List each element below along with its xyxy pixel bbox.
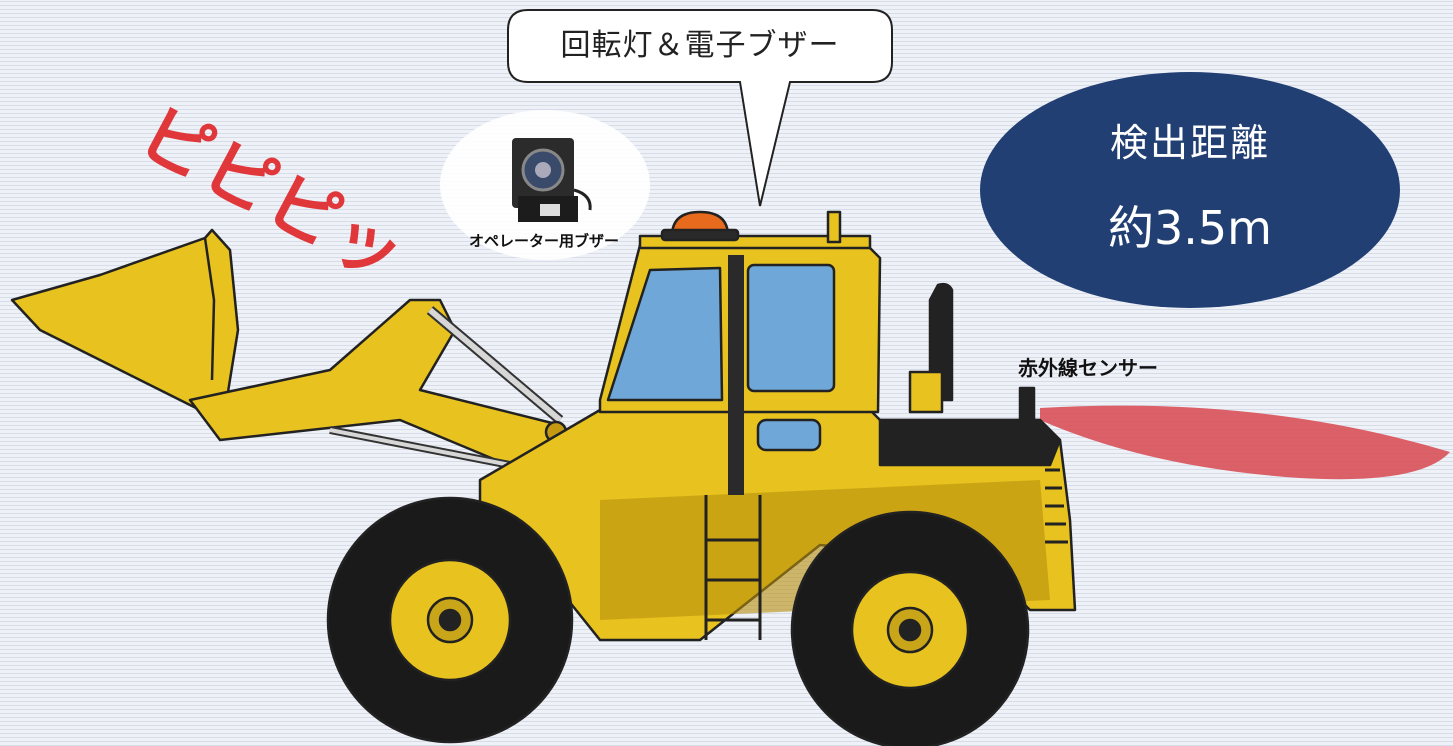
detection-distance-value: 約3.5m [1108,201,1272,255]
rear-wheel [790,510,1030,746]
callout-text: 回転灯＆電子ブザー [560,28,840,63]
detection-ellipse [980,72,1400,308]
access-ladder [704,495,762,640]
cab-window-front [606,266,724,402]
bucket [10,228,240,412]
operator-buzzer-device [440,110,650,260]
infrared-sensor-label: 赤外線センサー [1018,356,1158,380]
operator-buzzer-label: オペレーター用ブザー [468,232,619,250]
callout-bubble [507,9,893,207]
front-wheel [326,496,574,744]
detection-distance-title: 検出距離 [1109,121,1270,165]
wheel-loader [10,210,1077,746]
infrared-beam [1040,405,1450,480]
lift-arm [188,298,572,472]
engine-hood [878,418,1062,467]
infrared-sensor [1018,386,1036,430]
cab-window-side [746,263,836,393]
